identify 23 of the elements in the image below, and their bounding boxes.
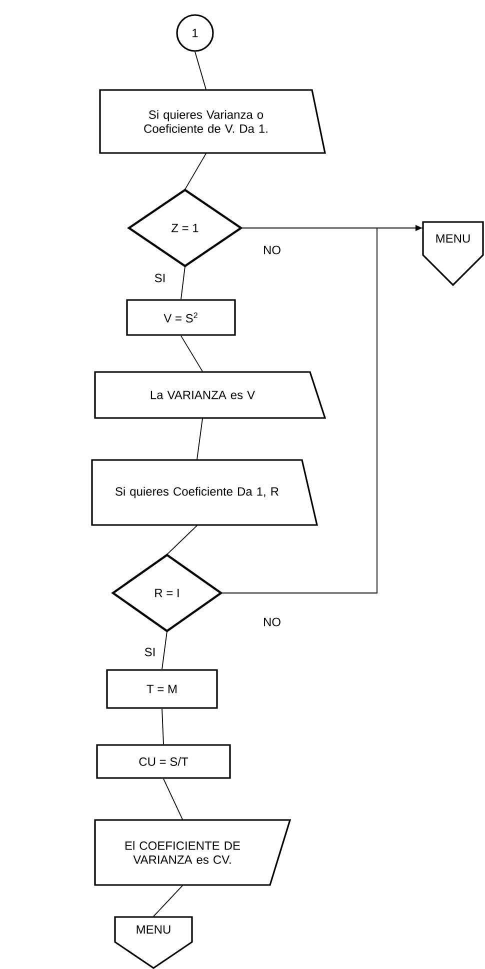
connector-line xyxy=(162,708,164,745)
output-box: Si quieres Varianza o Coeficiente de V. Da 1. xyxy=(99,89,326,154)
process-box: V = S$^{2}$ xyxy=(126,299,236,336)
connector-line xyxy=(180,266,186,300)
offpage-connector: MENU xyxy=(422,221,484,286)
offpage-connector: MENU xyxy=(114,916,193,969)
connector-line xyxy=(194,51,206,90)
connector-line xyxy=(162,631,168,670)
process-box: CU = S/T xyxy=(96,744,231,779)
connector-line xyxy=(180,335,203,372)
output-box: Si quieres Coeficiente Da 1, R xyxy=(91,459,318,526)
edge-label: NO xyxy=(262,616,282,628)
edge-label: NO xyxy=(262,244,282,256)
connector-line xyxy=(163,778,183,820)
output-box: El COEFICIENTE DE VARIANZA es CV. xyxy=(94,819,292,886)
edge-label: SI xyxy=(143,646,157,658)
output-box: La VARIANZA es V xyxy=(94,371,326,419)
connector-line xyxy=(196,418,203,460)
connector-line xyxy=(184,153,206,190)
edge-label: SI xyxy=(153,272,167,284)
connector-line xyxy=(153,885,183,917)
process-box: T = M xyxy=(106,669,218,709)
connector-line xyxy=(166,525,198,555)
